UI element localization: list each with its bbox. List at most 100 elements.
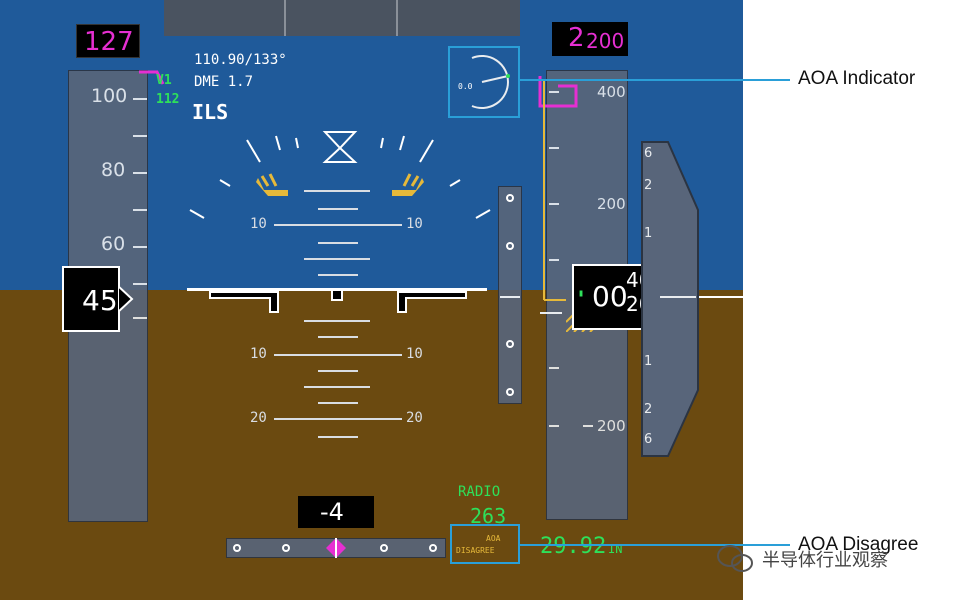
aoa-gauge-value: 0.0 [458, 82, 473, 91]
fma-box-3 [398, 0, 520, 36]
vs-tick-2-up: 2 [644, 178, 653, 193]
pitch-line [318, 370, 358, 372]
localizer-dot [380, 544, 388, 552]
altitude-tick-minus-200: 200 [597, 417, 626, 435]
altitude-tick-200: 200 [597, 195, 626, 213]
approach-mode: ILS [192, 100, 229, 124]
pitch-line [304, 386, 370, 388]
airspeed-tick-100: 100 [91, 85, 128, 107]
watermark-text: 半导体行业观察 [762, 550, 888, 571]
pitch-line-10-up [274, 224, 402, 226]
pitch-line [304, 320, 370, 322]
airspeed-tick-mark [133, 172, 147, 174]
localizer-dot [282, 544, 290, 552]
airspeed-tick-mark [133, 135, 147, 137]
aoa-indicator-callout: AOA Indicator [798, 68, 916, 89]
selected-altitude-hundreds: 200 [586, 29, 625, 53]
airspeed-tick-mark [133, 317, 147, 319]
aoa-indicator-leader [520, 79, 790, 81]
altitude-tick-mark [549, 203, 559, 205]
localizer-dot [429, 544, 437, 552]
flight-director-left [256, 173, 288, 196]
pitch-label-10-down-left: 10 [250, 346, 267, 362]
altitude-tick-mark [549, 367, 559, 369]
glideslope-center [500, 296, 520, 298]
aoa-disagree-line1: AOA [486, 534, 501, 543]
vs-tick-1-up: 1 [644, 226, 653, 241]
baro-setting-value: 29.92 [540, 534, 607, 559]
wechat-icon [717, 545, 753, 572]
selected-airspeed-box: 127 [76, 24, 140, 58]
pitch-line [318, 274, 358, 276]
aoa-disagree-line2: DISAGREE [456, 546, 495, 555]
altitude-green-marker: ▮ [578, 288, 585, 299]
radio-altitude-label: RADIO [458, 484, 501, 500]
vs-tick-1-down: 1 [644, 354, 653, 369]
aircraft-symbol [209, 289, 467, 313]
primary-flight-display: 127 100 80 60 V1 112 45 110.90/133° DME … [0, 0, 743, 600]
fma-box-2 [286, 0, 398, 36]
altitude-bug [538, 76, 578, 301]
altitude-tick-mark [549, 259, 559, 261]
pitch-line-20-down [274, 418, 402, 420]
heading-readout-box: -4 [298, 496, 374, 528]
altitude-tick-mark [549, 91, 559, 93]
vertical-speed-tape [641, 141, 699, 457]
pitch-line [318, 436, 358, 438]
aoa-disagree-leader [520, 544, 790, 546]
pitch-line [318, 336, 358, 338]
heading-readout: -4 [320, 498, 344, 526]
altitude-ref-mark [540, 312, 562, 314]
aoa-indicator-highlight [448, 46, 520, 118]
pitch-line [318, 402, 358, 404]
glideslope-dot [506, 340, 514, 348]
altitude-tick-400: 400 [597, 83, 626, 101]
altitude-tick-mark [549, 425, 559, 427]
selected-altitude-thousands: 2 [568, 23, 585, 53]
current-airspeed: 45 [82, 284, 118, 317]
pitch-line [318, 242, 358, 244]
pitch-line [304, 190, 370, 192]
pitch-label-20-right: 20 [406, 410, 423, 426]
pitch-label-20-left: 20 [250, 410, 267, 426]
pitch-label-10-left: 10 [250, 216, 267, 232]
v1-label: V1 [156, 73, 172, 88]
v1-speed: 112 [156, 92, 180, 107]
dme-distance: DME 1.7 [194, 74, 254, 90]
selected-altitude-box: 2 200 [552, 22, 628, 56]
pitch-line [318, 208, 358, 210]
vs-tick-2-down: 2 [644, 402, 653, 417]
glideslope-dot [506, 388, 514, 396]
fma-box-1 [164, 0, 286, 36]
selected-airspeed: 127 [84, 27, 134, 57]
pitch-line [304, 258, 370, 260]
pitch-line-10-down [274, 354, 402, 356]
altitude-tick-mark [583, 425, 593, 427]
v1-bug [139, 70, 165, 85]
glideslope-dot [506, 242, 514, 250]
glideslope-scale [498, 186, 522, 404]
roll-scale [189, 131, 491, 219]
airspeed-tick-80: 80 [101, 159, 126, 181]
flight-director-right [392, 173, 424, 196]
pitch-label-10-down-right: 10 [406, 346, 423, 362]
aoa-disagree-highlight [450, 524, 520, 564]
airspeed-pointer [118, 286, 134, 312]
current-altitude-hundreds: 00 [592, 280, 628, 313]
airspeed-tick-mark [133, 246, 147, 248]
altitude-tick-mark [549, 147, 559, 149]
glideslope-dot [506, 194, 514, 202]
airspeed-tick-mark [133, 209, 147, 211]
localizer-pointer [326, 538, 346, 558]
airspeed-tick-mark [133, 98, 147, 100]
nav-frequency: 110.90/133° [194, 52, 287, 68]
current-airspeed-box: 45 [62, 266, 120, 332]
pitch-label-10-right: 10 [406, 216, 423, 232]
airspeed-tick-60: 60 [101, 233, 126, 255]
vs-tick-6-down: 6 [644, 432, 653, 447]
vs-pointer [660, 296, 696, 298]
localizer-dot [233, 544, 241, 552]
aoa-disagree-callout: AOA Disagree [798, 534, 919, 555]
vs-tick-6-up: 6 [644, 146, 653, 161]
airspeed-tick-mark [133, 283, 147, 285]
